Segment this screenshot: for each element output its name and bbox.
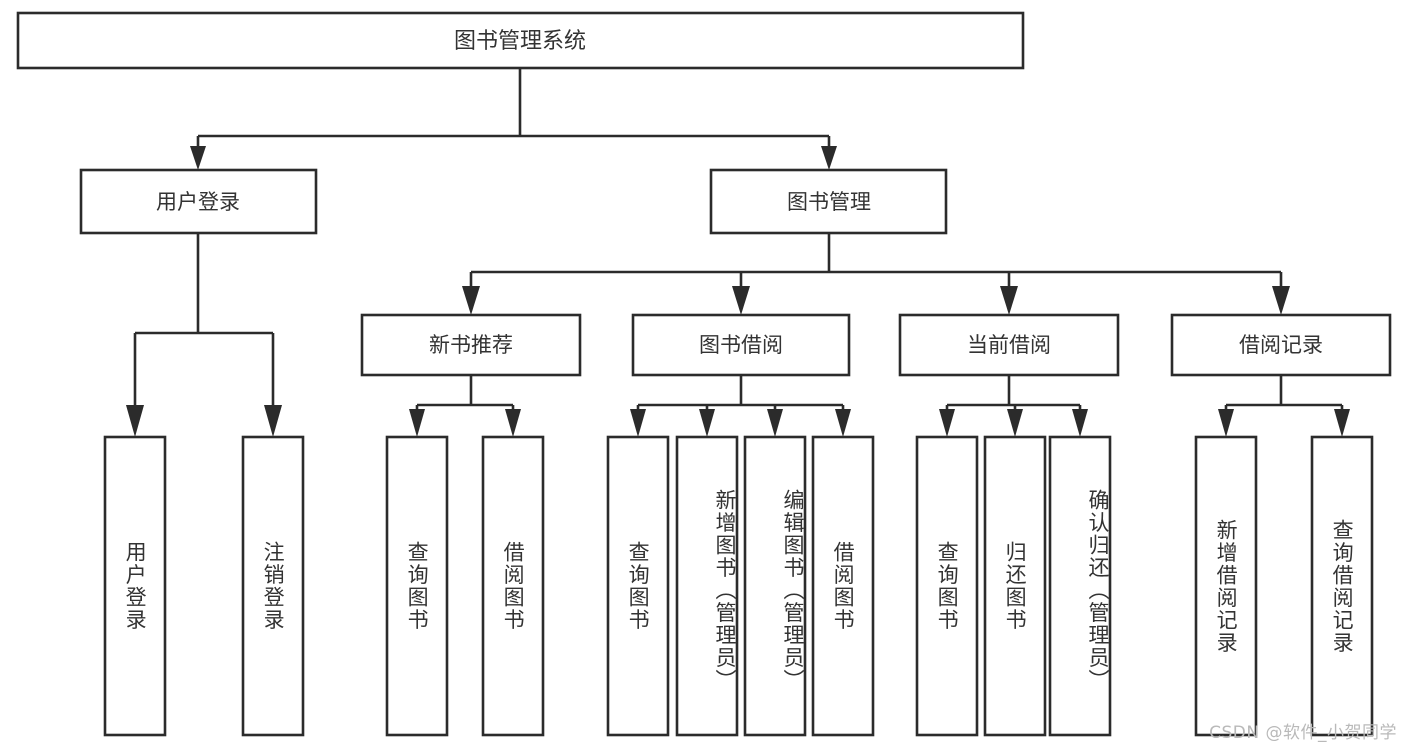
arrow-head-leaf-query-book-2 (630, 409, 646, 437)
node-user-login-label: 用户登录 (156, 190, 240, 214)
arrow-head-leaf-return-book (1007, 409, 1023, 437)
node-leaf-user-login-box[interactable] (103, 435, 167, 737)
arrow-head-leaf-add-book (699, 409, 715, 437)
arrow-head-leaf-add-record (1218, 409, 1234, 437)
node-leaf-query-book-1-box[interactable] (385, 435, 449, 737)
connector-group (126, 68, 1350, 437)
arrow-head-new-book-recommend (462, 286, 480, 315)
arrow-head-leaf-query-record (1334, 409, 1350, 437)
node-user-login-box[interactable] (79, 168, 318, 235)
arrow-head-book-management (821, 146, 837, 170)
node-leaf-borrow-book-2-box[interactable] (811, 435, 875, 737)
node-book-management-label: 图书管理 (787, 190, 871, 214)
node-book-management[interactable]: 图书管理 (709, 168, 948, 235)
node-current-borrow[interactable]: 当前借阅 (898, 313, 1120, 377)
node-book-borrow-label: 图书借阅 (699, 333, 783, 357)
arrow-head-leaf-query-book-3 (939, 409, 955, 437)
arrow-head-leaf-logout (264, 405, 282, 437)
arrow-head-leaf-edit-book (767, 409, 783, 437)
arrow-head-leaf-query-book-1 (409, 409, 425, 437)
node-leaf-confirm-return-box[interactable] (1048, 435, 1112, 737)
node-leaf-add-record-box[interactable] (1194, 435, 1258, 737)
node-root-box[interactable] (16, 11, 1025, 70)
node-new-book-recommend[interactable]: 新书推荐 (360, 313, 582, 377)
node-leaf-borrow-book-1-box[interactable] (481, 435, 545, 737)
node-leaf-query-book-2-box[interactable] (606, 435, 670, 737)
node-leaf-add-book-box[interactable] (675, 435, 739, 737)
node-book-borrow[interactable]: 图书借阅 (631, 313, 851, 377)
node-borrow-record-box[interactable] (1170, 313, 1392, 377)
node-root-label: 图书管理系统 (454, 29, 586, 54)
csdn-watermark: CSDN @软件_小贺同学 (1209, 723, 1397, 743)
node-leaf-query-record-box[interactable] (1310, 435, 1374, 737)
arrow-head-borrow-record (1272, 286, 1290, 315)
node-book-management-box[interactable] (709, 168, 948, 235)
node-user-login[interactable]: 用户登录 (79, 168, 318, 235)
node-leaf-query-book-3-box[interactable] (915, 435, 979, 737)
node-current-borrow-box[interactable] (898, 313, 1120, 377)
arrow-head-leaf-borrow-book-1 (505, 409, 521, 437)
node-current-borrow-label: 当前借阅 (967, 333, 1051, 357)
arrow-head-leaf-user-login (126, 405, 144, 437)
arrow-head-current-borrow (1000, 286, 1018, 315)
node-new-book-recommend-label: 新书推荐 (429, 333, 513, 357)
node-root[interactable]: 图书管理系统 (16, 11, 1025, 70)
arrow-head-user-login (190, 146, 206, 170)
node-leaf-logout-box[interactable] (241, 435, 305, 737)
node-leaf-edit-book-box[interactable] (743, 435, 807, 737)
leaf-box-group (103, 435, 1374, 737)
arrow-head-book-borrow (732, 286, 750, 315)
arrow-head-leaf-confirm-return (1072, 409, 1088, 437)
node-leaf-return-book-box[interactable] (983, 435, 1047, 737)
node-borrow-record-label: 借阅记录 (1239, 333, 1323, 357)
arrow-head-leaf-borrow-book-2 (835, 409, 851, 437)
node-book-borrow-box[interactable] (631, 313, 851, 377)
node-new-book-recommend-box[interactable] (360, 313, 582, 377)
node-borrow-record[interactable]: 借阅记录 (1170, 313, 1392, 377)
